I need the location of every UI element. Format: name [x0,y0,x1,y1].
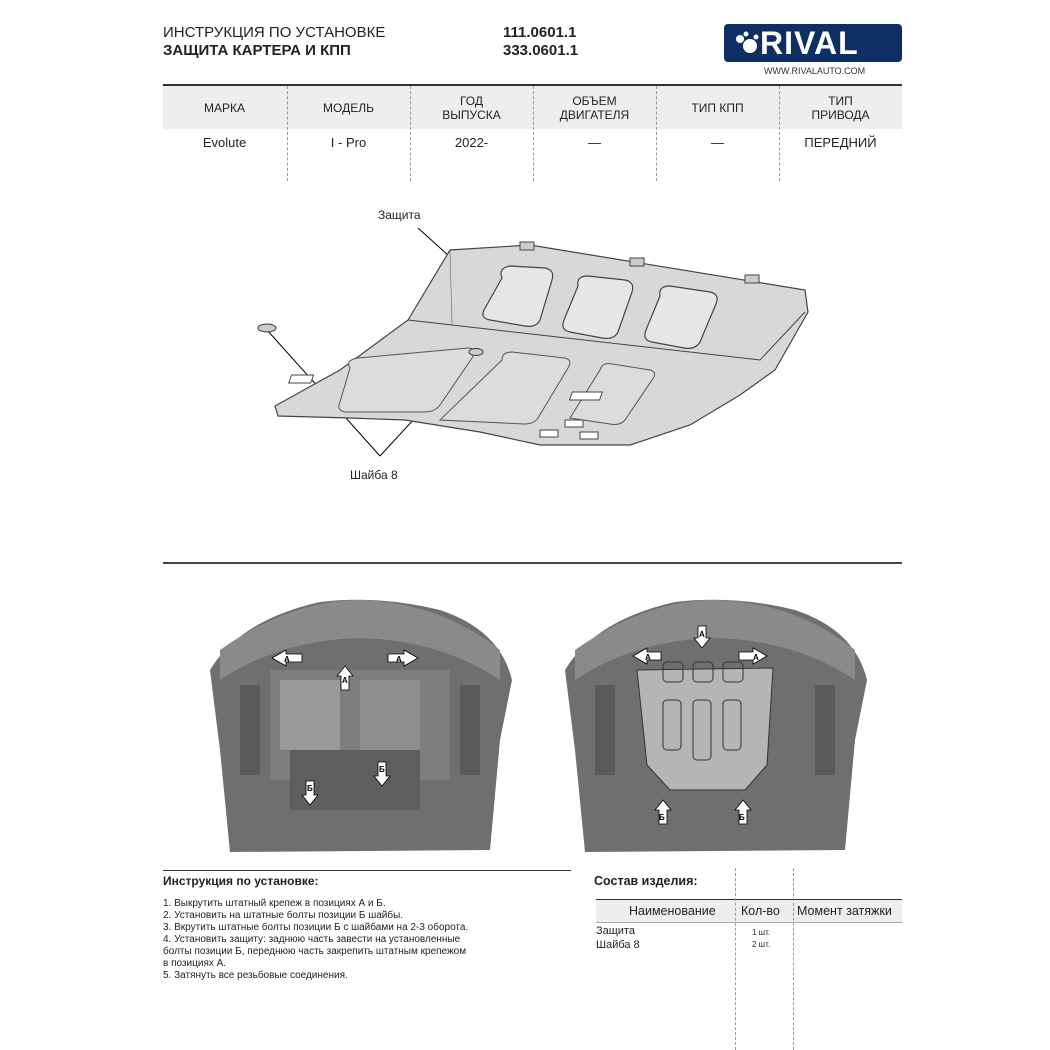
column-divider [533,86,534,181]
washer-icon [257,323,277,333]
arrow-a-icon [336,665,354,691]
column-divider [410,86,411,181]
arrow-a-icon [271,649,303,667]
spec-header-text: МОДЕЛЬ [323,100,374,115]
arrow-a-label: А [396,655,402,664]
arrow-b-icon [373,761,391,787]
parts-col-torque: Момент затяжки [797,904,892,918]
column-divider [287,86,288,181]
spec-header-text: ОБЪЕМ [572,93,617,108]
spec-value-cell: I - Pro [330,135,367,150]
article-code-2: 333.0601.1 [503,42,579,59]
arrow-b-icon [301,780,319,806]
label-washer: Шайба 8 [350,468,398,482]
spec-header-cell: МОДЕЛЬ [287,86,410,129]
brand-logo [724,24,902,62]
instruction-step: 3. Вкрутить штатные болты позиции Б с ша… [163,922,469,933]
spec-header-text: ДВИГАТЕЛЯ [559,107,630,122]
part-qty: 2 шт. [752,940,771,949]
column-divider [779,86,780,181]
arrow-b-icon [734,799,752,825]
spec-header-text: МАРКА [204,100,245,115]
spec-header-text: ПРИВОДА [811,107,870,122]
instructions-rule [163,870,571,871]
parts-rule [596,899,902,900]
part-name: Шайба 8 [596,939,640,951]
instructions-list: 1. Выкрутить штатный крепеж в позициях А… [163,898,468,982]
arrow-b-label: Б [307,784,313,793]
article-code-1: 111.0601.1 [503,24,577,41]
photo-before-install: А А А Б Б [210,599,512,852]
column-divider [735,868,736,1050]
column-divider [793,868,794,1050]
instruction-step: 5. Затянуть все резьбовые соединения. [163,970,348,981]
parts-col-name: Наименование [629,904,716,918]
instruction-step: 1. Выкрутить штатный крепеж в позициях А… [163,898,386,909]
table-top-rule [163,84,902,86]
arrow-b-label: Б [379,765,385,774]
arrow-b-label: Б [739,813,745,822]
part-name: Защита [596,925,635,937]
installed-guard [636,667,774,791]
instruction-step: 4. Установить защиту: заднюю часть завес… [163,934,461,945]
arrow-a-label: А [342,676,348,685]
guard-diagram [257,227,809,457]
label-guard: Защита [378,208,421,222]
spec-header-text: ТИП [828,93,853,108]
spec-value-cell: — [588,135,601,150]
part-qty: 1 шт. [752,928,771,937]
window-cutout [562,275,634,339]
spec-header-text: ВЫПУСКА [442,107,501,122]
arrow-b-label: Б [659,813,665,822]
parts-col-qty: Кол-во [741,904,780,918]
arrow-a-label: А [699,630,705,639]
arrow-a-label: А [645,653,651,662]
spec-value-cell: — [711,135,724,150]
spec-value-cell: 2022- [454,135,489,150]
arrow-b-icon [654,799,672,825]
arrow-a-icon [693,625,711,649]
column-divider [656,86,657,181]
section-separator [163,562,902,564]
spec-value-cell: Evolute [202,135,247,150]
instructions-title: Инструкция по установке: [163,874,319,888]
parts-title: Состав изделия: [594,874,698,888]
logo-text: RIVAL [760,25,859,61]
window-cutout [482,265,554,327]
arrow-a-icon [387,649,419,667]
spec-header-text: ГОД [459,93,484,108]
instruction-step: в позициях А. [163,958,227,969]
spec-header-cell: МАРКА [163,86,286,129]
logo-emblem-icon [736,31,759,53]
arrow-a-icon [738,647,768,665]
washer-icon [468,348,484,356]
spec-header-cell: ТИП КПП [656,86,779,129]
arrow-a-label: А [284,655,290,664]
window-cutout [644,285,718,349]
spec-value-cell: ПЕРЕДНИЙ [804,135,877,150]
title-line1: ИНСТРУКЦИЯ ПО УСТАНОВКЕ [163,24,386,41]
photo-after-install: А А А Б Б [565,599,867,852]
arrow-a-icon [632,647,662,665]
spec-header-text: ТИП КПП [691,100,744,115]
title-line2: ЗАЩИТА КАРТЕРА И КПП [163,42,351,59]
arrow-a-label: А [753,653,759,662]
instruction-step: болты позиции Б, переднюю часть закрепит… [163,946,467,957]
parts-header-row [596,900,902,922]
website-url: WWW.RIVALAUTO.COM [764,66,866,76]
instruction-step: 2. Установить на штатные болты позиции Б… [163,910,404,921]
